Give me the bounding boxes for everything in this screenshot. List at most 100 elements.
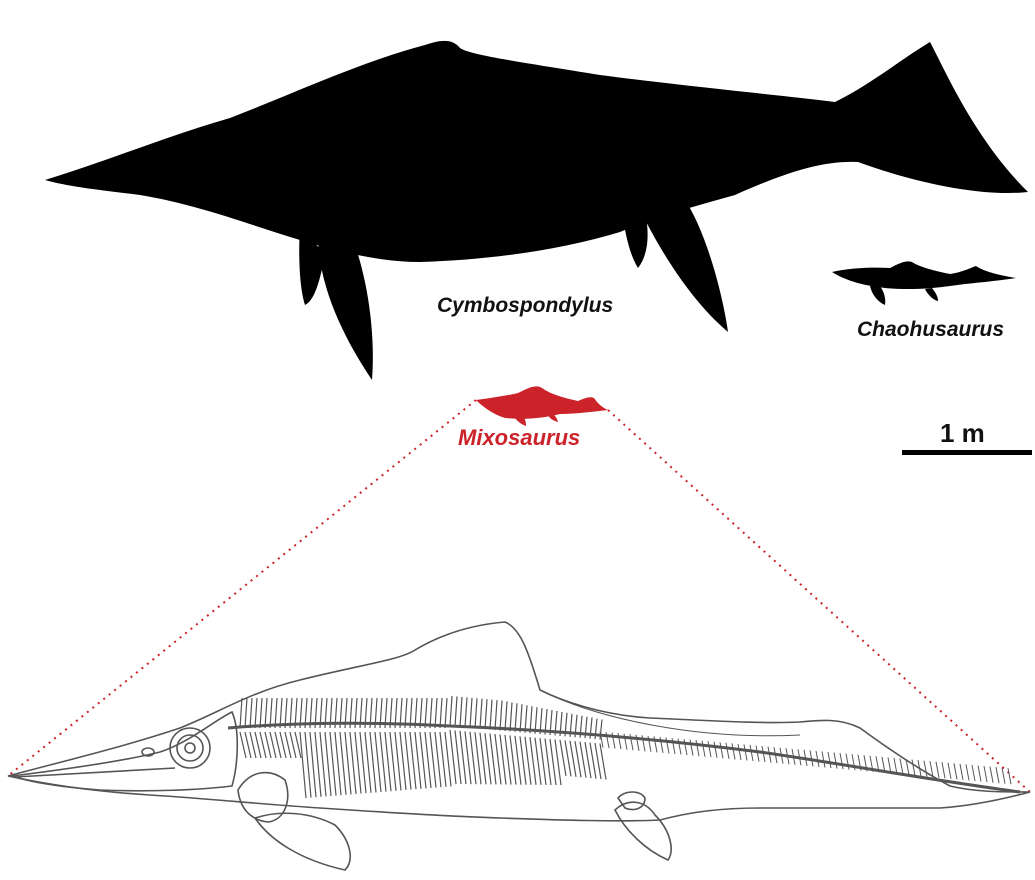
rib (590, 743, 596, 779)
rib (385, 732, 391, 791)
rib (250, 732, 256, 758)
rib (565, 740, 571, 776)
neural-spine (270, 698, 272, 728)
rib (310, 732, 316, 797)
neural-spine (250, 698, 252, 728)
rib (345, 732, 351, 794)
caudal-vertebra (942, 762, 945, 778)
rib (395, 732, 401, 790)
rear-paddle (615, 802, 671, 860)
rib (560, 740, 566, 776)
neural-spine (255, 698, 257, 728)
mixosaurus-silhouette (476, 386, 608, 426)
caudal-vertebra (696, 740, 699, 756)
rib (360, 732, 366, 793)
scale-bar-label: 1 m (940, 418, 985, 449)
neural-spine (450, 696, 452, 726)
neural-spine (500, 701, 502, 731)
caudal-vertebra (672, 738, 675, 754)
rib (465, 731, 471, 784)
rib (325, 732, 331, 796)
rib (445, 732, 451, 786)
caudal-vertebra (678, 739, 681, 755)
rib (470, 732, 476, 784)
caudal-vertebra (960, 764, 963, 780)
rib (490, 734, 496, 785)
chaohusaurus-label: Chaohusaurus (857, 318, 1004, 342)
shoulder-girdle (238, 773, 288, 822)
rib (500, 735, 506, 785)
rib (435, 732, 441, 787)
caudal-vertebra (948, 763, 951, 779)
rib (520, 736, 526, 784)
neural-spine (485, 699, 487, 729)
caudal-vertebra (972, 765, 975, 781)
caudal-vertebra (984, 766, 987, 782)
rib (495, 734, 501, 784)
neural-spine (505, 701, 507, 731)
caudal-vertebra (690, 740, 693, 756)
neural-spine (245, 698, 247, 728)
rib (415, 732, 421, 789)
rib (405, 732, 411, 790)
caudal-vertebra (828, 752, 831, 768)
neural-spine (440, 698, 442, 728)
caudal-vertebra (756, 746, 759, 762)
rib (300, 732, 306, 798)
rib (510, 735, 516, 784)
caudal-vertebra (708, 741, 711, 757)
caudal-vertebra (1008, 768, 1011, 784)
neural-spine (510, 702, 512, 731)
projection-line-right (608, 410, 1030, 792)
rib (420, 732, 426, 788)
neural-spine (465, 697, 467, 727)
neural-spine (445, 698, 447, 728)
rib (530, 737, 536, 785)
rib (265, 732, 271, 758)
rib (305, 732, 311, 798)
rib (355, 732, 361, 794)
dorsal-margin (540, 690, 800, 736)
rib (380, 732, 386, 792)
rib (375, 732, 381, 792)
rib (315, 732, 321, 797)
rib (480, 733, 486, 785)
caudal-vertebra (924, 761, 927, 777)
rib (585, 742, 591, 778)
neural-spine (490, 700, 492, 730)
neural-spine (435, 698, 437, 728)
rib (330, 732, 336, 796)
caudal-vertebra (1002, 768, 1005, 784)
rib (430, 732, 436, 788)
rib (365, 732, 371, 793)
rib (275, 732, 281, 758)
rib (580, 742, 586, 778)
rib (460, 731, 466, 784)
eye-ring (170, 728, 210, 768)
rib (400, 732, 406, 790)
caudal-vertebra (840, 753, 843, 769)
caudal-vertebra (714, 742, 717, 758)
rib (570, 741, 576, 777)
rib (320, 732, 326, 796)
caudal-vertebra (990, 767, 993, 783)
caudal-vertebra (726, 743, 729, 759)
caudal-vertebra (822, 751, 825, 767)
rib (425, 732, 431, 788)
caudal-vertebra (660, 737, 663, 753)
caudal-vertebra (732, 743, 735, 759)
rib (335, 732, 341, 795)
rib (240, 732, 246, 758)
caudal-vertebra (894, 758, 897, 774)
rib (555, 739, 561, 785)
scale-bar (902, 450, 1032, 455)
caudal-vertebra (846, 754, 849, 770)
caudal-vertebra (702, 741, 705, 757)
neural-spine (460, 697, 462, 727)
neural-spine (260, 698, 262, 728)
rib (255, 732, 261, 758)
rib (550, 739, 556, 785)
rib (270, 732, 276, 758)
caudal-vertebra (966, 764, 969, 780)
